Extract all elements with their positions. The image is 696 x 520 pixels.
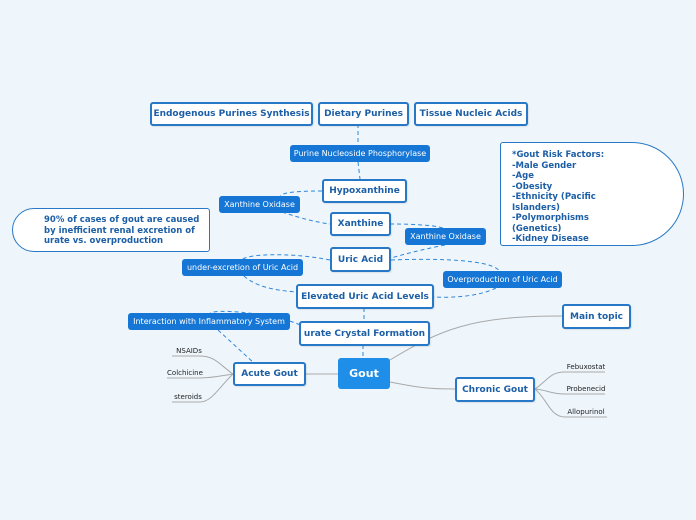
leaf-probenecid[interactable]: Probenecid — [566, 385, 606, 393]
node-uric-acid[interactable]: Uric Acid — [330, 247, 391, 272]
callout-line: by inefficient renal excretion of — [44, 225, 195, 236]
connector-gout-chronic — [389, 381, 456, 390]
risk-factor-item: -Kidney Disease — [512, 234, 589, 244]
risk-factor-item: -Obesity — [512, 181, 553, 192]
label-under-excretion[interactable]: under-excretion of Uric Acid — [182, 259, 303, 276]
connector-xanthine-xo2 — [389, 223, 446, 230]
connector-inflam-acute — [217, 329, 256, 365]
node-hypoxanthine[interactable]: Hypoxanthine — [322, 179, 407, 203]
leaf-steroids[interactable]: steroids — [174, 393, 202, 401]
connector-under-elevated — [243, 275, 297, 293]
callout-risk-factors[interactable]: *Gout Risk Factors: -Male Gender -Age -O… — [500, 142, 684, 246]
risk-factor-item: -Age — [512, 171, 534, 181]
callout-renal-excretion-note[interactable]: 90% of cases of gout are caused by ineff… — [12, 208, 210, 252]
label-overproduction[interactable]: Overproduction of Uric Acid — [443, 271, 562, 288]
leaf-febuxostat[interactable]: Febuxostat — [566, 363, 606, 371]
connector-acute-colchicine — [167, 373, 234, 379]
label-xanthine-oxidase-2[interactable]: Xanthine Oxidase — [405, 228, 486, 245]
leaf-nsaids[interactable]: NSAIDs — [176, 347, 202, 355]
risk-factor-item: -Male Gender — [512, 160, 577, 171]
connector-uricacid-over — [390, 258, 501, 273]
risk-factor-item: Islanders) — [512, 202, 560, 213]
connector-gout-maintopic — [389, 315, 563, 361]
callout-line: 90% of cases of gout are caused — [44, 215, 200, 225]
risk-factor-item: -Polymorphisms — [512, 213, 589, 223]
connector-pnp-hypoxanthine — [357, 161, 361, 180]
node-endogenous-purines[interactable]: Endogenous Purines Synthesis — [150, 102, 313, 126]
node-dietary-purines[interactable]: Dietary Purines — [318, 102, 409, 126]
label-purine-nucleoside-phosphorylase[interactable]: Purine Nucleoside Phosphorylase — [290, 145, 430, 162]
risk-factor-item: -Ethnicity (Pacific — [512, 192, 596, 202]
central-topic-gout[interactable]: Gout — [338, 358, 390, 389]
label-xanthine-oxidase-1[interactable]: Xanthine Oxidase — [219, 196, 300, 213]
node-chronic-gout[interactable]: Chronic Gout — [455, 377, 535, 402]
label-inflammatory-interaction[interactable]: Interaction with Inflammatory System — [128, 313, 290, 330]
node-acute-gout[interactable]: Acute Gout — [233, 362, 306, 386]
node-main-topic[interactable]: Main topic — [562, 304, 631, 329]
connector-acute-steroids — [172, 373, 234, 403]
node-elevated-uric-acid[interactable]: Elevated Uric Acid Levels — [296, 284, 434, 309]
connector-acute-nsaids — [172, 355, 234, 375]
connector-chronic-febuxostat — [534, 371, 605, 390]
connector-hypoxanthine-xo1 — [279, 190, 323, 198]
connector-xo2-uricacid — [390, 244, 446, 259]
callout-line: urate vs. overproduction — [44, 236, 164, 246]
leaf-allopurinol[interactable]: Allopurinol — [567, 408, 605, 416]
connector-chronic-probenecid — [534, 388, 605, 395]
node-xanthine[interactable]: Xanthine — [330, 212, 391, 236]
connector-xo1-xanthine — [281, 211, 331, 225]
leaf-colchicine[interactable]: Colchicine — [167, 369, 203, 377]
risk-factor-item: (Genetics) — [512, 223, 562, 234]
connector-over-elevated — [433, 287, 497, 298]
node-tissue-nucleic-acids[interactable]: Tissue Nucleic Acids — [414, 102, 528, 126]
connector-uricacid-under — [241, 254, 331, 261]
connector-chronic-allopurinol — [534, 388, 607, 418]
node-urate-crystal-formation[interactable]: urate Crystal Formation — [299, 321, 430, 346]
risk-factors-heading: *Gout Risk Factors: — [512, 150, 605, 160]
